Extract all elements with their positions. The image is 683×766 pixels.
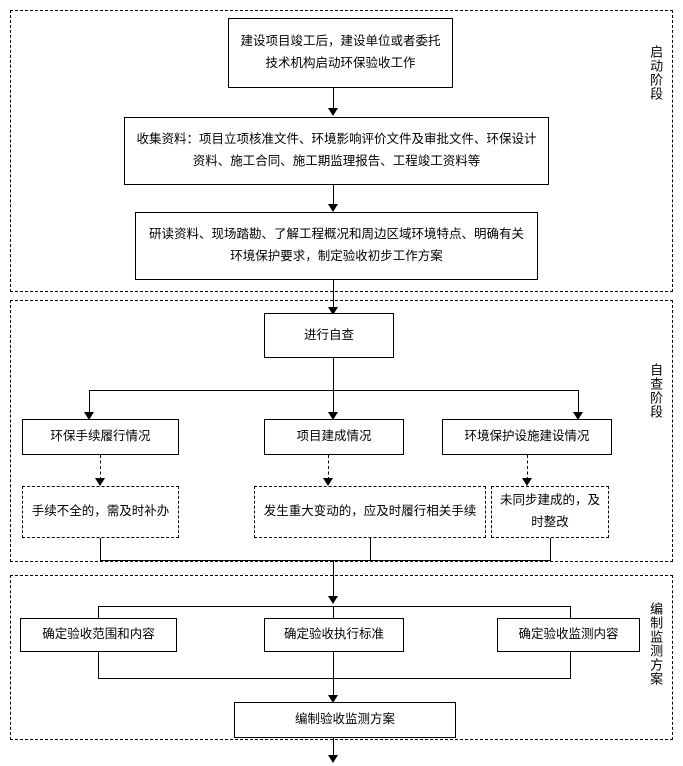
node-text: 发生重大变动的，应及时履行相关手续 — [263, 504, 477, 519]
node-project-completion-status[interactable]: 项目建成情况 — [264, 419, 404, 455]
connector-n6-n9 — [328, 455, 329, 480]
phase-container-monitor-plan — [10, 575, 673, 740]
connector-bus-to-n11 — [98, 606, 99, 625]
arrow-phase1-phase2 — [328, 307, 338, 315]
connector-n5-n8 — [100, 455, 101, 480]
node-collect-materials[interactable]: 收集资料：项目立项核准文件、环境影响评价文件及审批文件、环保设计资料、施工合同、… — [124, 117, 549, 185]
phase-label-self-check: 自查阶段 — [648, 363, 664, 419]
node-text: 环境保护设施建设情况 — [464, 429, 590, 444]
node-text: 项目建成情况 — [296, 429, 372, 444]
arrow-merge3-n14 — [328, 695, 338, 703]
node-env-procedures-status[interactable]: 环保手续履行情况 — [22, 419, 179, 455]
phase-container-startup — [10, 10, 673, 292]
node-incomplete-procedures[interactable]: 手续不全的，需及时补办 — [22, 486, 179, 538]
connector-bus-to-n5 — [89, 390, 90, 415]
connector-merge-bus — [100, 560, 550, 561]
node-define-standards[interactable]: 确定验收执行标准 — [264, 618, 404, 652]
connector-n10-merge — [550, 538, 551, 561]
node-text: 收集资料：项目立项核准文件、环境影响评价文件及审批文件、环保设计资料、施工合同、… — [136, 132, 537, 168]
phase-label-startup: 启动阶段 — [648, 45, 664, 101]
connector-n7-n10 — [527, 455, 528, 480]
node-start-acceptance[interactable]: 建设项目竣工后，建设单位或者委托技术机构启动环保验收工作 — [228, 18, 453, 88]
connector-merge3-n14 — [333, 678, 334, 698]
arrow-bus-to-n6 — [328, 412, 338, 420]
arrow-phase2-phase3 — [328, 596, 338, 604]
node-text: 建设项目竣工后，建设单位或者委托技术机构启动环保验收工作 — [240, 34, 441, 70]
arrow-phase3-exit — [328, 755, 338, 763]
arrow-n2-n3 — [328, 204, 338, 212]
node-text: 编制验收监测方案 — [294, 712, 395, 727]
arrow-n6-n9 — [323, 478, 333, 486]
node-not-synchronized[interactable]: 未同步建成的，及时整改 — [491, 486, 609, 538]
node-text: 进行自查 — [303, 327, 354, 342]
node-text: 手续不全的，需及时补办 — [31, 504, 170, 519]
connector-n8-merge — [100, 538, 101, 561]
node-env-facility-status[interactable]: 环境保护设施建设情况 — [442, 419, 612, 455]
connector-bus-to-n6 — [333, 390, 334, 415]
connector-n11-merge3 — [98, 652, 99, 679]
connector-n9-merge — [370, 538, 371, 561]
connector-bus-to-n13 — [570, 606, 571, 625]
node-define-monitor-content[interactable]: 确定验收监测内容 — [497, 618, 640, 652]
arrow-n7-n10 — [522, 478, 532, 486]
arrow-bus-to-n5 — [84, 412, 94, 420]
node-text: 环保手续履行情况 — [50, 429, 151, 444]
connector-phase2-phase3 — [333, 560, 334, 600]
node-text: 未同步建成的，及时整改 — [500, 493, 601, 529]
connector-bus-to-n7 — [578, 390, 579, 415]
node-prepare-monitor-plan[interactable]: 编制验收监测方案 — [234, 702, 456, 738]
node-study-site-survey[interactable]: 研读资料、现场踏勘、了解工程概况和周边区域环境特点、明确有关环境保护要求，制定验… — [135, 212, 538, 280]
connector-bus-to-n12 — [333, 606, 334, 625]
node-major-change[interactable]: 发生重大变动的，应及时履行相关手续 — [254, 486, 486, 538]
connector-n12-merge3 — [333, 652, 334, 679]
connector-merge3-bus — [98, 678, 570, 679]
node-text: 确定验收监测内容 — [518, 627, 619, 642]
arrow-n1-n2 — [328, 108, 338, 116]
connector-phase3-bus — [98, 606, 570, 607]
connector-n1-n2 — [333, 88, 334, 110]
node-text: 确定验收执行标准 — [283, 627, 384, 642]
connector-n13-merge3 — [570, 652, 571, 679]
connector-n2-n3 — [333, 185, 334, 207]
arrow-n5-n8 — [95, 478, 105, 486]
node-text: 确定验收范围和内容 — [42, 627, 155, 642]
arrow-bus-to-n7 — [573, 412, 583, 420]
node-text: 研读资料、现场踏勘、了解工程概况和周边区域环境特点、明确有关环境保护要求，制定验… — [148, 227, 524, 263]
node-define-scope-content[interactable]: 确定验收范围和内容 — [20, 618, 177, 652]
node-conduct-self-check[interactable]: 进行自查 — [264, 313, 394, 358]
connector-phase1-phase2 — [333, 280, 334, 310]
connector-selfcheck-stem — [333, 358, 334, 391]
connector-phase3-exit — [333, 738, 334, 758]
phase-label-monitor-plan: 编制监测方案 — [648, 602, 664, 686]
phase-container-self-check — [10, 300, 673, 562]
